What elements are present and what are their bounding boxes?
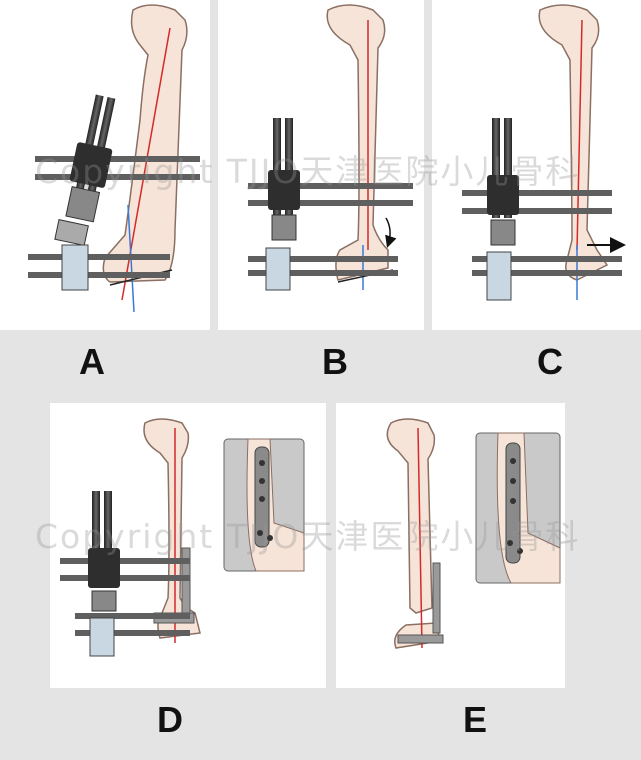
panel-a-illustration [28,4,200,313]
panel-label-a: A [79,341,105,382]
proximal-pins [462,190,612,214]
external-fixator [54,94,116,247]
plate-detail-inset [475,432,561,584]
femur-bone [143,418,201,639]
panel-e [336,403,565,688]
panel-label-b: B [322,341,348,382]
panel-e-illustration [386,418,561,649]
femur-bone [102,4,188,283]
panel-c-illustration [462,4,626,301]
femur-bone [386,418,436,614]
femur-bone [538,4,609,281]
proximal-pins [35,156,200,180]
mechanical-axis [417,427,423,649]
panel-label-c: C [537,341,563,382]
panel-a [0,0,210,330]
external-fixator [268,118,300,241]
distal-pins [75,613,190,636]
panel-d [50,403,326,688]
proximal-pins [60,558,190,581]
panel-label-d: D [157,699,183,740]
proximal-pins [248,183,413,206]
femur-bone [326,4,389,281]
distal-pins [28,254,170,278]
clamp-block [61,244,89,291]
clamp-block [89,617,115,657]
external-fixator [88,491,120,612]
external-fixator [487,118,519,246]
panel-b-illustration [248,4,413,291]
panel-d-illustration [60,418,305,657]
clamp-block [265,247,291,291]
distal-pins [248,256,398,276]
panel-c [432,0,641,330]
panel-b [218,0,424,330]
plate-detail-inset [223,438,305,572]
panel-label-e: E [462,699,487,740]
bone-plate [397,562,444,644]
down-curved-arrow-icon [385,217,397,248]
distal-pins [472,256,622,276]
clamp-block [486,251,512,301]
